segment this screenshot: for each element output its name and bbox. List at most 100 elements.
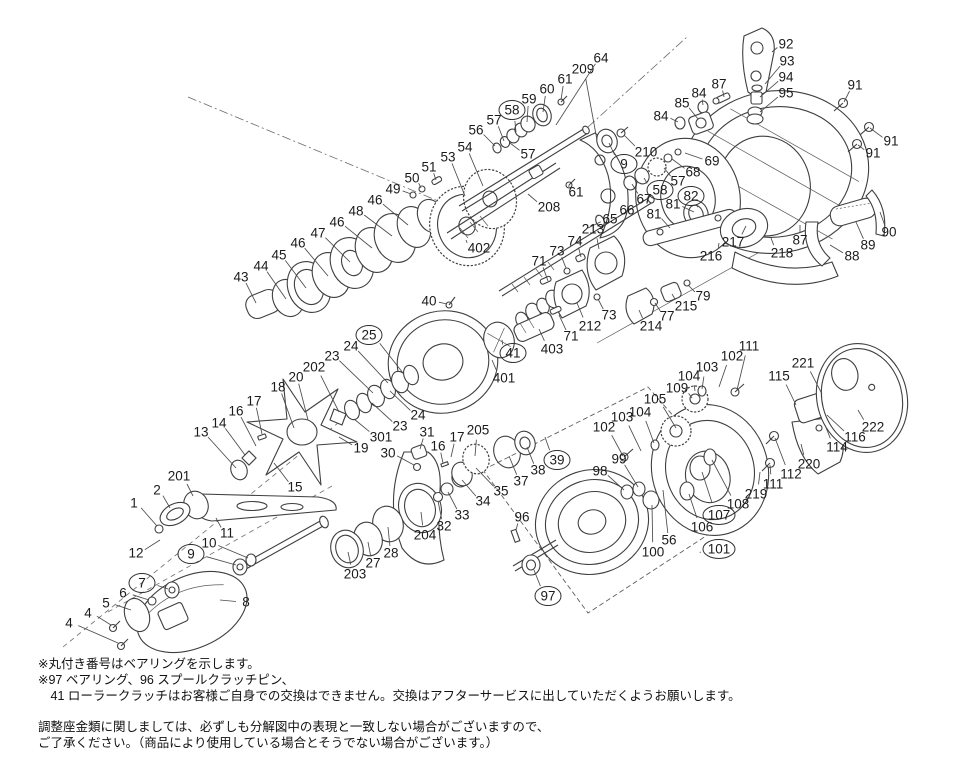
part-number-text: 47 — [310, 226, 325, 241]
part-number-text: 11 — [220, 526, 234, 541]
part-label-92: 92 — [771, 37, 794, 53]
leader-line — [576, 302, 584, 318]
part-number-text: 108 — [727, 497, 750, 512]
part-label-114: 114 — [824, 424, 848, 455]
bearing-circle — [646, 180, 674, 200]
leader-line — [140, 507, 158, 527]
part-number-text: 2 — [153, 483, 161, 498]
leader-line — [597, 298, 604, 310]
part-label-32: 32 — [436, 500, 452, 534]
part-number-text: 44 — [253, 259, 269, 274]
part-label-79: 79 — [687, 284, 711, 304]
part-number-text: 16 — [228, 404, 243, 419]
leader-line — [320, 375, 340, 413]
part-number-text: 66 — [619, 203, 634, 218]
leader-line — [468, 153, 484, 187]
leader-line — [347, 551, 352, 565]
leader-line — [671, 158, 685, 169]
part-number-text: 84 — [691, 86, 707, 101]
part-label-48: 48 — [348, 204, 393, 237]
part-label-23: 23 — [371, 402, 408, 434]
leader-line — [869, 127, 883, 138]
part-label-39: 39 — [543, 436, 571, 470]
leader-line — [266, 271, 287, 300]
clamp-parts-drawing — [674, 27, 775, 135]
leader-line — [701, 376, 705, 390]
leader-line — [474, 439, 477, 457]
part-label-6: 6 — [119, 586, 150, 601]
leader-line — [843, 90, 850, 103]
part-number-text: 46 — [367, 193, 382, 208]
leader-line — [339, 360, 374, 394]
part-number-text: 43 — [233, 270, 248, 285]
shaft-drawing — [446, 95, 709, 297]
leader-line — [544, 436, 551, 451]
part-number-text: 97 — [540, 589, 555, 604]
part-label-64: 64 — [555, 51, 609, 126]
bearing-circle — [677, 186, 705, 206]
part-label-17: 17 — [449, 430, 465, 458]
part-number-text: 87 — [711, 77, 726, 92]
leader-line — [461, 479, 477, 497]
part-number-text: 48 — [348, 204, 363, 219]
part-number-text: 13 — [193, 425, 208, 440]
part-label-60: 60 — [539, 82, 555, 113]
part-label-47: 47 — [310, 226, 351, 263]
part-label-82: 82 — [677, 186, 705, 208]
leader-line — [389, 390, 411, 411]
leader-line — [245, 282, 257, 304]
part-label-97: 97 — [533, 569, 562, 606]
part-label-209: 209 — [572, 62, 598, 141]
part-label-213: 213 — [582, 222, 604, 250]
part-label-208: 208 — [527, 193, 560, 215]
part-number-text: 201 — [168, 469, 191, 484]
part-number-text: 6 — [119, 586, 127, 601]
part-label-31: 31 — [419, 425, 435, 450]
part-label-24: 24 — [343, 339, 389, 384]
leader-line — [736, 355, 746, 391]
part-number-text: 4 — [84, 606, 92, 621]
part-label-401: 401 — [491, 359, 516, 386]
leader-line — [611, 434, 624, 457]
part-number-text: 57 — [670, 174, 685, 189]
part-number-text: 203 — [344, 567, 367, 582]
part-number-text: 103 — [696, 360, 719, 375]
part-number-text: 20 — [288, 370, 303, 385]
part-label-87: 87 — [792, 225, 808, 248]
leader-line — [419, 438, 424, 450]
part-label-205: 205 — [467, 423, 490, 457]
leader-line — [497, 126, 505, 142]
part-label-14: 14 — [211, 416, 246, 456]
part-number-text: 401 — [493, 371, 516, 386]
part-number-labels: 4344454647464846495051535440240565758596… — [65, 37, 899, 644]
leader-line — [353, 418, 370, 432]
part-number-text: 69 — [704, 154, 719, 169]
part-label-61: 61 — [557, 72, 573, 101]
bearing-circle — [177, 544, 205, 564]
part-label-84: 84 — [691, 86, 707, 106]
part-label-43: 43 — [233, 270, 257, 304]
leader-line — [645, 420, 655, 444]
part-number-text: 204 — [414, 528, 437, 543]
leader-line — [281, 393, 295, 429]
part-label-68: 68 — [671, 158, 701, 180]
leader-line — [624, 464, 639, 488]
leader-line — [284, 260, 307, 289]
part-number-text: 64 — [593, 51, 609, 66]
part-number-text: 217 — [722, 235, 745, 250]
part-label-4: 4 — [84, 606, 112, 626]
bearing-circle — [702, 539, 736, 559]
part-label-107: 107 — [701, 471, 736, 525]
part-number-text: 205 — [467, 423, 490, 438]
part-number-text: 9 — [620, 157, 628, 172]
leader-line — [224, 428, 246, 456]
leader-line — [829, 244, 844, 254]
part-label-89: 89 — [855, 221, 876, 253]
leader-line — [483, 134, 496, 147]
leader-line — [555, 63, 596, 126]
part-label-217: 217 — [722, 225, 747, 250]
leader-line — [670, 117, 679, 123]
part-number-text: 54 — [457, 140, 473, 155]
part-label-210: 210 — [623, 134, 657, 160]
